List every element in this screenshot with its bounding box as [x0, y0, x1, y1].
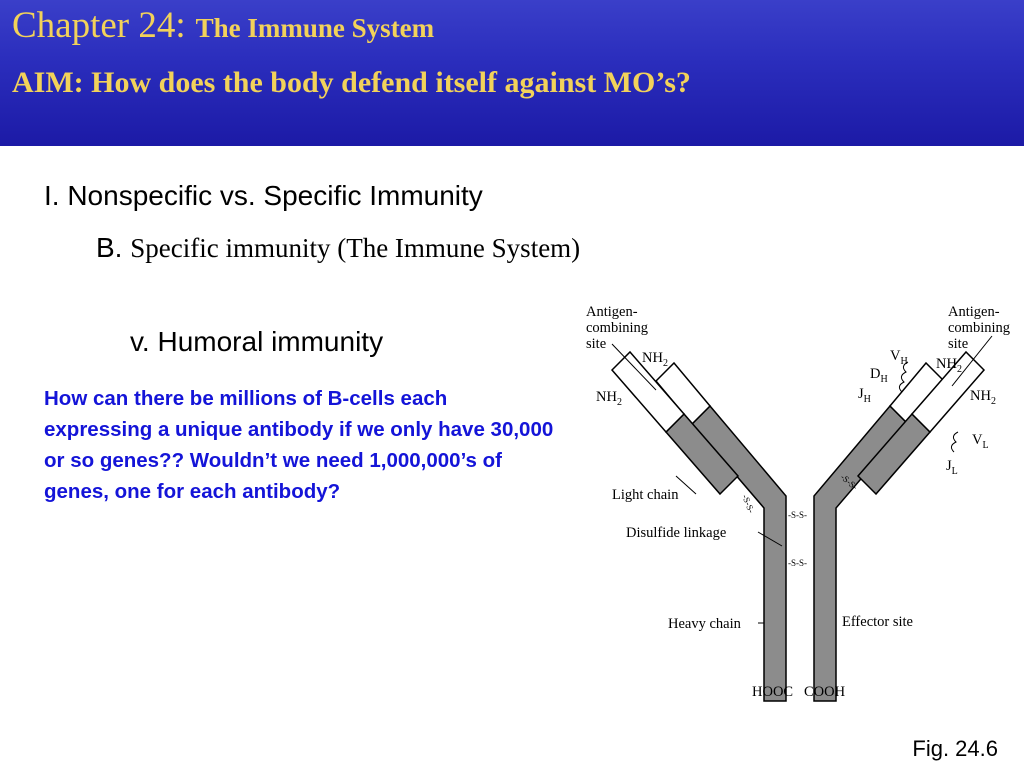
dh-sub: H	[880, 374, 887, 385]
hooc-label: HOOC	[752, 684, 793, 700]
antigen-site-left-label-3: site	[586, 336, 606, 352]
nh2-right-heavy-label: NH	[936, 356, 957, 372]
svg-text:VH: VH	[890, 348, 908, 367]
jh-label: J	[858, 386, 864, 402]
chapter-label: Chapter 24:	[12, 5, 186, 46]
svg-text:NH2: NH2	[970, 388, 996, 407]
effector-site-label: Effector site	[842, 614, 913, 630]
dh-label: D	[870, 366, 880, 382]
disulfide-line	[757, 531, 783, 547]
vh-sub: H	[900, 356, 907, 367]
disulfide-linkage-label: Disulfide linkage	[626, 525, 726, 541]
nh2-left-heavy-label: NH	[642, 350, 663, 366]
svg-text:NH2: NH2	[936, 356, 962, 375]
figure-caption: Fig. 24.6	[912, 736, 998, 761]
antigen-site-right-label-3: site	[948, 336, 968, 352]
antigen-site-left-label-2: combining	[586, 320, 648, 336]
heavy-chain-label: Heavy chain	[668, 616, 742, 632]
outline-level-2: B. Specific immunity (The Immune System)	[96, 232, 580, 264]
vl-bracket	[950, 431, 959, 453]
nh2-right-light-label: NH	[970, 388, 991, 404]
antibody-diagram-svg: Antigen- combining site Antigen- combini…	[586, 304, 1010, 702]
antigen-site-left-label-1: Antigen-	[586, 304, 638, 320]
antigen-site-right-label-1: Antigen-	[948, 304, 1000, 320]
antigen-site-right-line	[951, 335, 993, 387]
chapter-title: The Immune System	[195, 13, 435, 43]
vh-label: V	[890, 348, 901, 364]
light-chain-right	[856, 350, 986, 496]
svg-text:DH: DH	[870, 366, 888, 385]
svg-text:NH2: NH2	[596, 389, 622, 408]
question-text: How can there be millions of B-cells eac…	[44, 387, 554, 503]
nh2-left-heavy-sub: 2	[663, 358, 668, 369]
disulfide-mark-upper: -S-S-	[788, 510, 807, 520]
nh2-right-heavy-sub: 2	[957, 364, 962, 375]
vh-bracket	[898, 361, 909, 393]
vl-sub: L	[982, 440, 988, 451]
antigen-site-left-line	[611, 343, 657, 391]
jh-sub: H	[864, 394, 871, 405]
antibody-diagram: Antigen- combining site Antigen- combini…	[572, 296, 1024, 706]
nh2-right-light-sub: 2	[991, 396, 996, 407]
disulfide-mark-lower: -S-S-	[788, 558, 807, 568]
outline-level-1: I. Nonspecific vs. Specific Immunity	[44, 180, 483, 211]
jl-sub: L	[952, 466, 958, 477]
outline-level-2-marker: B.	[96, 232, 123, 263]
nh2-left-light-label: NH	[596, 389, 617, 405]
outline-level-2-text: Specific immunity (The Immune System)	[130, 233, 581, 263]
vl-label: V	[972, 432, 983, 448]
svg-text:VL: VL	[972, 432, 989, 451]
chapter-heading: Chapter 24: The Immune System	[12, 4, 434, 47]
heavy-chain-left	[654, 361, 787, 702]
aim-heading: AIM: How does the body defend itself aga…	[12, 66, 691, 99]
jl-label: J	[946, 458, 952, 474]
light-chain-line	[675, 475, 697, 495]
svg-text:JH: JH	[858, 386, 871, 405]
light-chain-left	[610, 350, 740, 496]
antigen-site-right-label-2: combining	[948, 320, 1010, 336]
svg-text:NH2: NH2	[642, 350, 668, 369]
title-banner: Chapter 24: The Immune System AIM: How do…	[0, 0, 1024, 146]
outline-level-3: v. Humoral immunity	[130, 326, 384, 357]
cooh-label: COOH	[804, 684, 846, 700]
svg-text:JL: JL	[946, 458, 958, 477]
nh2-left-light-sub: 2	[617, 397, 622, 408]
light-chain-label: Light chain	[612, 487, 679, 503]
